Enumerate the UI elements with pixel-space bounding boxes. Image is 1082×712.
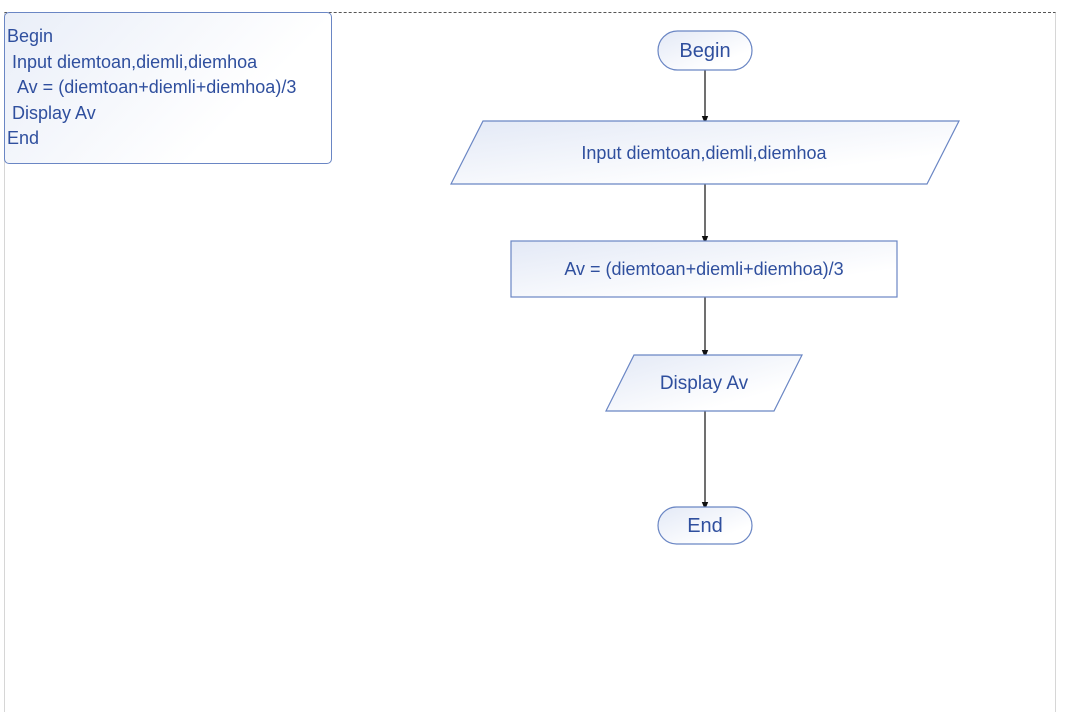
- pseudocode-line-assign: Av = (diemtoan+diemli+diemhoa)/3: [17, 77, 297, 97]
- flowchart-input-label: Input diemtoan,diemli,diemhoa: [581, 143, 827, 163]
- flowchart-output-label: Display Av: [660, 373, 749, 394]
- pseudocode-line-display: Display Av: [12, 102, 96, 123]
- flowchart-end-terminator: End: [657, 506, 753, 545]
- flowchart-process-shape: Av = (diemtoan+diemli+diemhoa)/3: [510, 240, 898, 298]
- flowchart-end-label: End: [687, 515, 723, 537]
- flowchart-output-shape: Display Av: [605, 354, 803, 412]
- pseudocode-line-input: Input diemtoan,diemli,diemhoa: [12, 51, 258, 72]
- page-frame: [4, 12, 1056, 712]
- pseudocode-line-begin: Begin: [7, 26, 54, 46]
- pseudocode-line-end: End: [7, 128, 40, 148]
- pseudocode-box: Begin Input diemtoan,diemli,diemhoa Av =…: [4, 12, 332, 164]
- flowchart-begin-terminator: Begin: [657, 30, 753, 71]
- flowchart-process-label: Av = (diemtoan+diemli+diemhoa)/3: [564, 259, 843, 279]
- flowchart-input-shape: Input diemtoan,diemli,diemhoa: [450, 120, 960, 185]
- flowchart-begin-label: Begin: [679, 40, 730, 62]
